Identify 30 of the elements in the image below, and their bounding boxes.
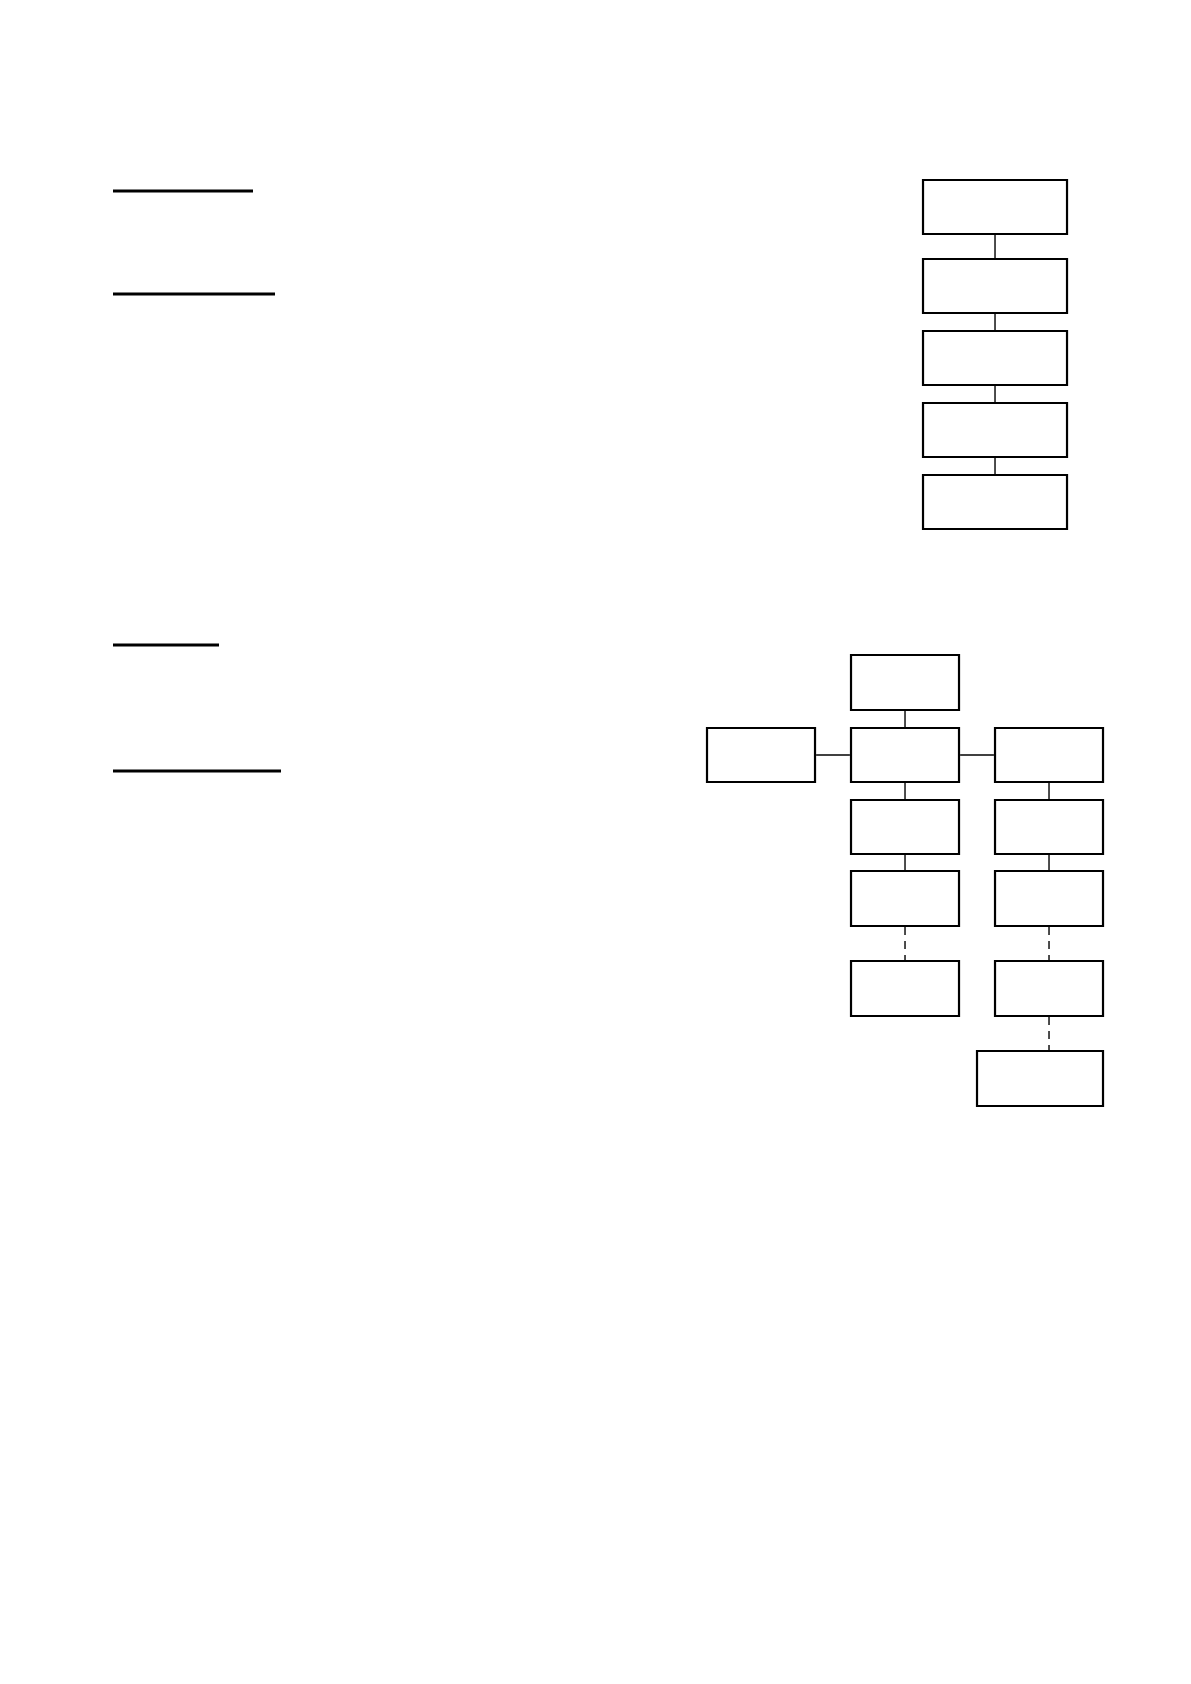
blank-box <box>921 178 1069 236</box>
blank-box <box>993 869 1105 928</box>
connector-line <box>1048 854 1050 871</box>
blank-box <box>849 798 961 856</box>
blank-box <box>921 257 1069 315</box>
blank-box <box>849 959 961 1018</box>
blank-box <box>921 473 1069 531</box>
blank-box <box>849 726 961 784</box>
blank-box <box>975 1049 1105 1108</box>
blank-box <box>849 869 961 928</box>
connector-line <box>994 385 996 403</box>
connector-line <box>959 754 995 756</box>
connector-line <box>904 926 906 961</box>
connector-line <box>904 854 906 871</box>
connector-line <box>815 754 851 756</box>
connector-line <box>1048 782 1050 800</box>
blank-box <box>921 401 1069 459</box>
connector-line <box>904 782 906 800</box>
connector-line <box>994 234 996 259</box>
connector-line <box>1048 1016 1050 1051</box>
blank-box <box>705 726 817 784</box>
connector-line <box>994 313 996 331</box>
blank-box <box>849 653 961 712</box>
blank-box <box>993 959 1105 1018</box>
connector-line <box>994 457 996 475</box>
connector-line <box>904 710 906 728</box>
blank-box <box>993 798 1105 856</box>
connector-line <box>1048 926 1050 961</box>
blank-box <box>993 726 1105 784</box>
blank-box <box>921 329 1069 387</box>
